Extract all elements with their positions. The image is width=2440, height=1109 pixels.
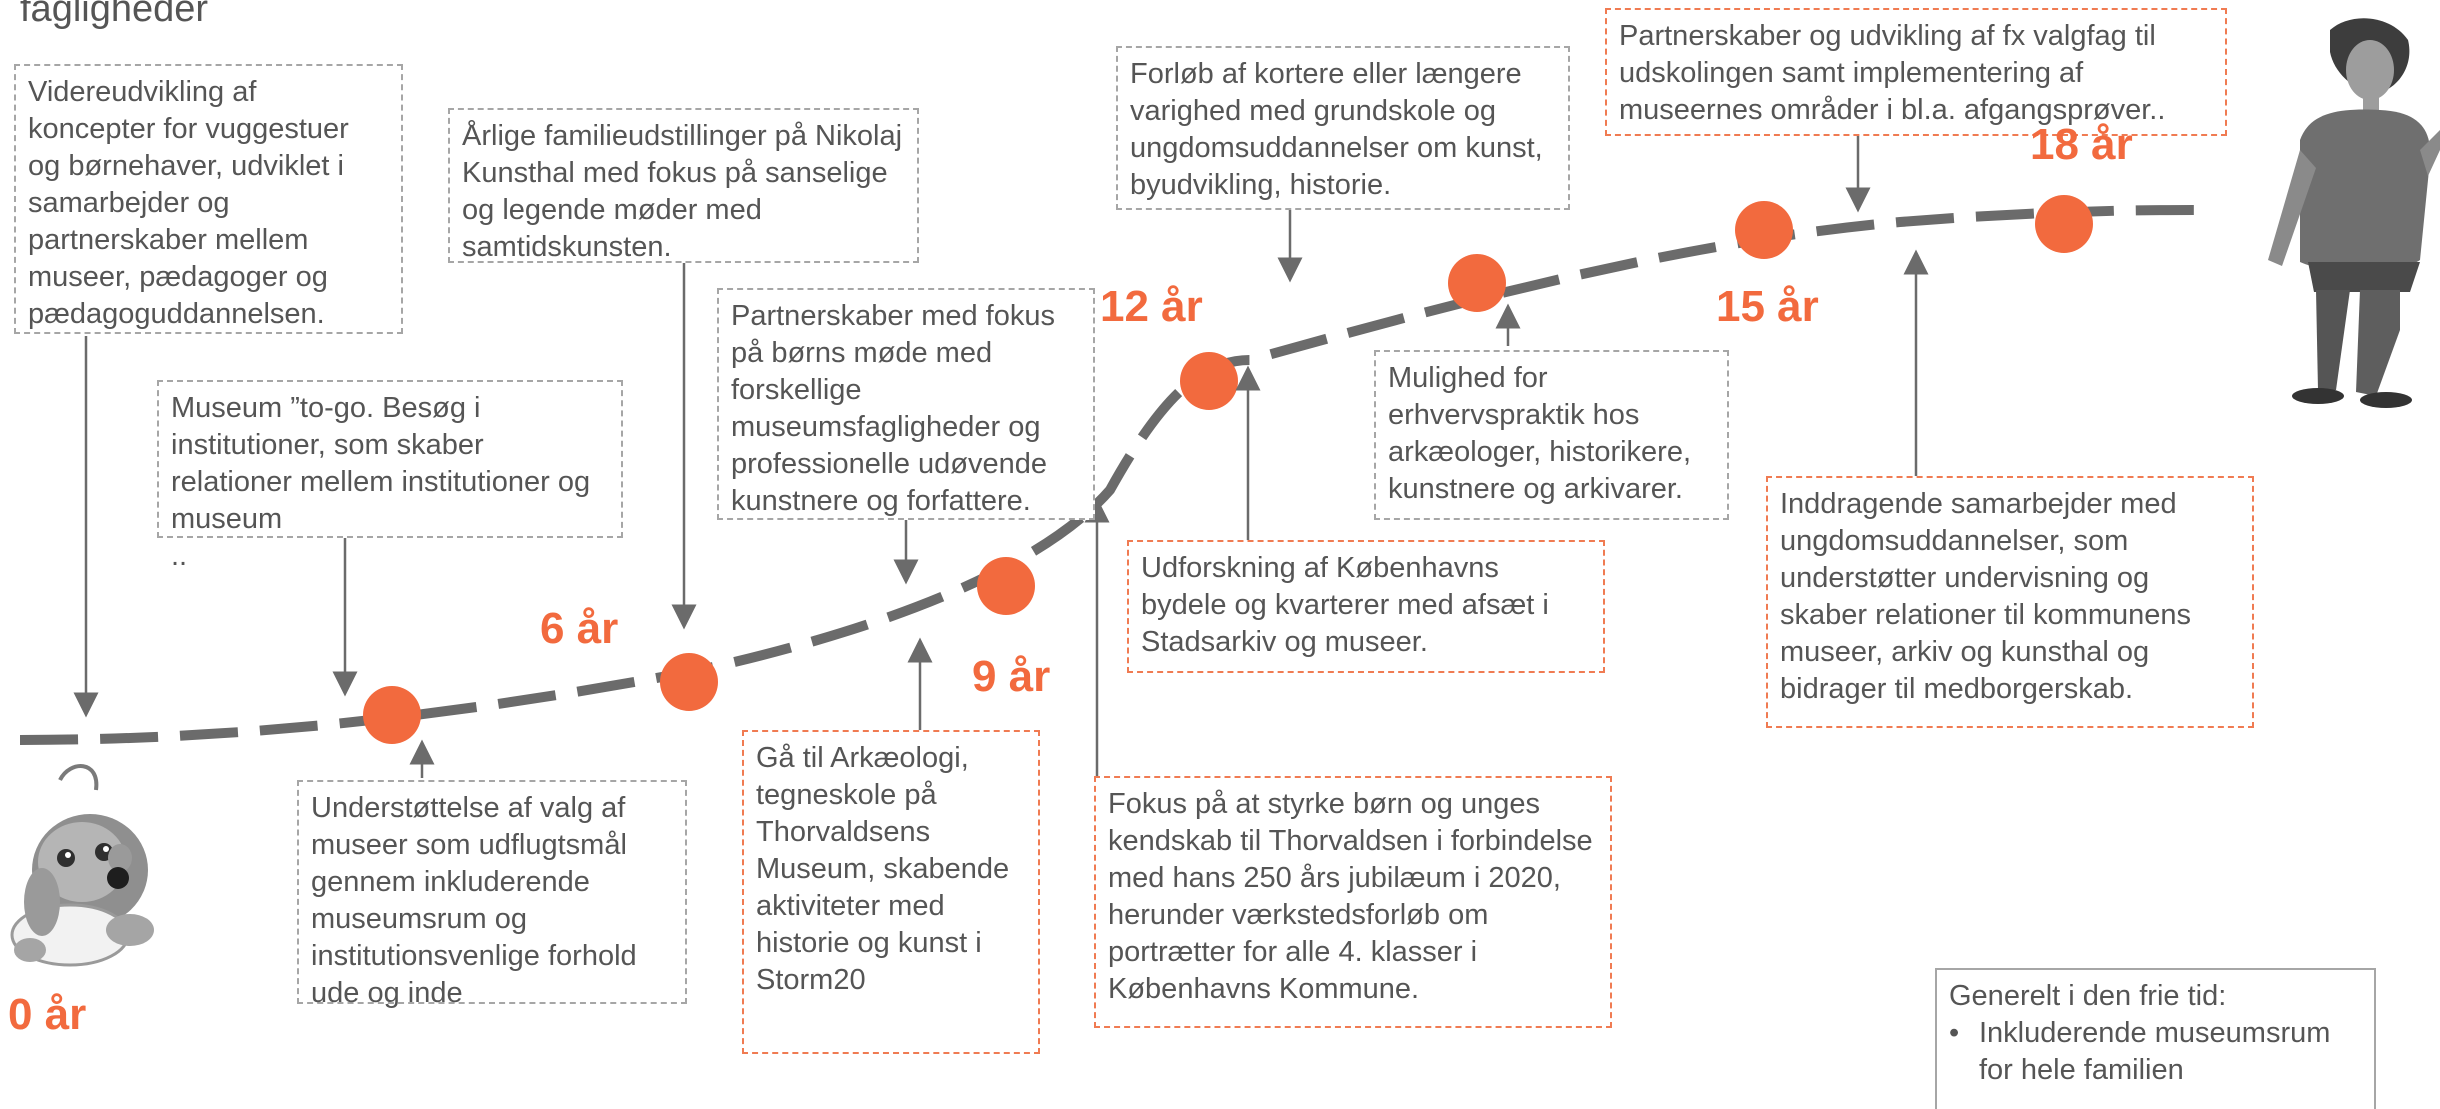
milestone-dot-18 <box>2035 195 2093 253</box>
box-valgfag: Partnerskaber og udvikling af fx valgfag… <box>1605 8 2227 136</box>
box-museum-to-go-extra: .. <box>171 540 188 572</box>
frie-tid-heading: Generelt i den frie tid: <box>1949 980 2227 1012</box>
frie-tid-item-text: Inkluderende museumsrum for hele familie… <box>1979 1017 2331 1086</box>
box-erhvervspraktik: Mulighed for erhvervspraktik hos arkæolo… <box>1374 350 1729 520</box>
milestone-dot-3 <box>363 686 421 744</box>
milestone-dot-14 <box>1448 254 1506 312</box>
age-label-9: 9 år <box>972 652 1051 701</box>
box-thorvaldsen: Fokus på at styrke børn og unges kendska… <box>1094 776 1612 1028</box>
box-forloeb: Forløb af kortere eller længere varighed… <box>1116 46 1570 210</box>
milestone-dot-12 <box>1180 352 1238 410</box>
age-label-0: 0 år <box>8 990 87 1039</box>
teenager-illustration <box>2268 18 2440 408</box>
bullet-icon: • <box>1949 1017 1960 1049</box>
box-inddragende: Inddragende samarbejder med ungdomsuddan… <box>1766 476 2254 728</box>
box-familieudstillinger: Årlige familieudstillinger på Nikolaj Ku… <box>448 108 919 263</box>
box-udforskning: Udforskning af Københavns bydele og kvar… <box>1127 540 1605 673</box>
age-label-12: 12 år <box>1100 282 1203 331</box>
frie-tid-list-item: • Inkluderende museumsrum for hele famil… <box>1949 1015 2362 1089</box>
age-label-18: 18 år <box>2030 120 2133 169</box>
age-label-15: 15 år <box>1716 282 1819 331</box>
milestone-dot-6 <box>660 653 718 711</box>
box-frie-tid: Generelt i den frie tid: • Inkluderende … <box>1935 968 2376 1109</box>
baby-illustration <box>10 764 154 967</box>
box-museum-to-go-text: Museum ”to-go. Besøg i institutioner, so… <box>171 392 591 535</box>
box-arkaeologi: Gå til Arkæologi, tegneskole på Thorvald… <box>742 730 1040 1054</box>
box-museum-to-go: Museum ”to-go. Besøg i institutioner, so… <box>157 380 623 572</box>
milestone-dot-9 <box>977 557 1035 615</box>
milestone-dot-15 <box>1735 201 1793 259</box>
box-udflugtsmaal: Understøttelse af valg af museer som udf… <box>297 780 687 1009</box>
box-partnerskaber: Partnerskaber med fokus på børns møde me… <box>717 288 1095 520</box>
box-vuggestuer: Videreudvikling af koncepter for vuggest… <box>14 64 403 334</box>
page-title: fagligheder <box>20 0 209 30</box>
timeline-curve <box>19 205 2201 745</box>
age-label-6: 6 år <box>540 604 619 653</box>
